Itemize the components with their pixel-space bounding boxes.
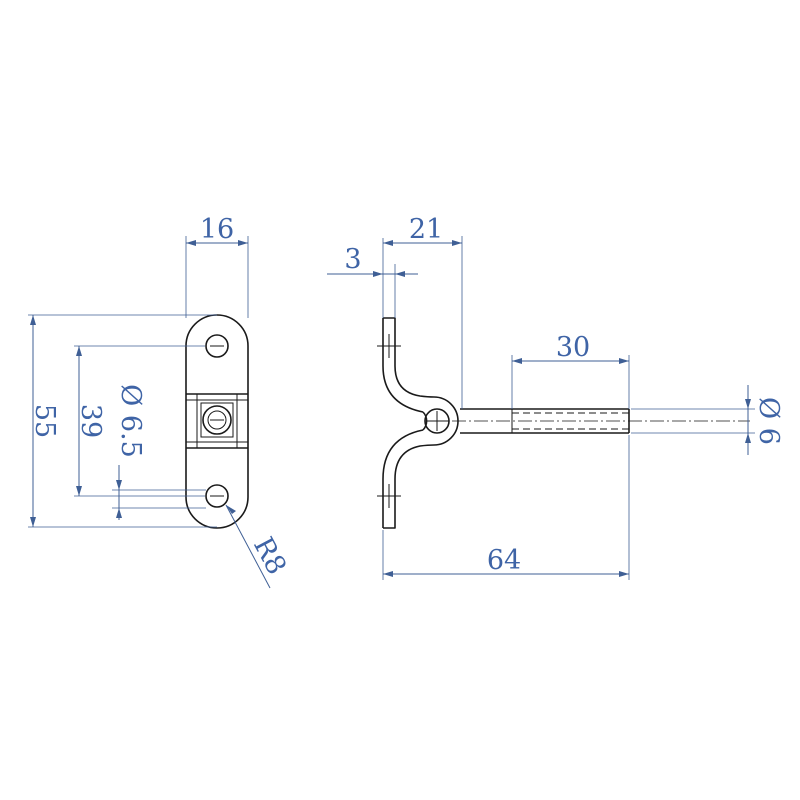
dim-text-3: 3 xyxy=(344,244,361,275)
arrow-r8 xyxy=(226,505,236,514)
dim-text-55: 55 xyxy=(29,404,60,438)
arrow-64-right xyxy=(619,571,629,577)
dim-text-rod-diameter: Ø 6 xyxy=(753,397,784,445)
arrow-d6-bottom xyxy=(745,433,751,443)
dim-text-30: 30 xyxy=(556,332,590,363)
base-plate-outline xyxy=(185,314,249,529)
arrow-21-left xyxy=(383,240,393,246)
rod-boss-square xyxy=(200,402,234,438)
arrow-21-right xyxy=(452,240,462,246)
arrow-30-right xyxy=(619,358,629,364)
leader-r8 xyxy=(225,504,271,589)
arrow-64-left xyxy=(383,571,393,577)
front-view xyxy=(185,314,249,529)
rod-hole-inner xyxy=(207,410,227,430)
side-view xyxy=(377,317,750,529)
front-view-dimensions: 16 55 39 Ø 6.5 R8 xyxy=(28,214,292,589)
lower-bracket-arm xyxy=(382,429,435,529)
arrow-16-left xyxy=(186,240,196,246)
arrow-d6-top xyxy=(745,399,751,409)
arrow-39-top xyxy=(76,346,82,356)
mounting-hole-bottom xyxy=(205,484,229,508)
arrow-30-left xyxy=(512,358,522,364)
side-view-dimensions: 3 21 30 Ø 6 64 xyxy=(327,214,784,580)
arrow-55-top xyxy=(30,315,36,325)
arrow-3-left xyxy=(373,271,383,277)
upper-bracket-arm xyxy=(382,317,435,413)
arrow-3-right xyxy=(395,271,405,277)
arrow-16-right xyxy=(238,240,248,246)
dim-text-21: 21 xyxy=(409,214,443,245)
mounting-hole-top xyxy=(205,334,229,358)
dim-text-radius: R8 xyxy=(247,532,292,580)
dim-text-39: 39 xyxy=(75,404,106,438)
arrow-55-bottom xyxy=(30,517,36,527)
arrow-39-bottom xyxy=(76,486,82,496)
rod-hole-outer xyxy=(202,405,232,435)
arrow-d65-bottom xyxy=(116,508,122,518)
arrow-d65-top xyxy=(116,480,122,490)
dim-text-64: 64 xyxy=(487,545,521,576)
dim-text-hole-diameter: Ø 6.5 xyxy=(115,384,146,458)
dim-text-16: 16 xyxy=(200,214,234,245)
